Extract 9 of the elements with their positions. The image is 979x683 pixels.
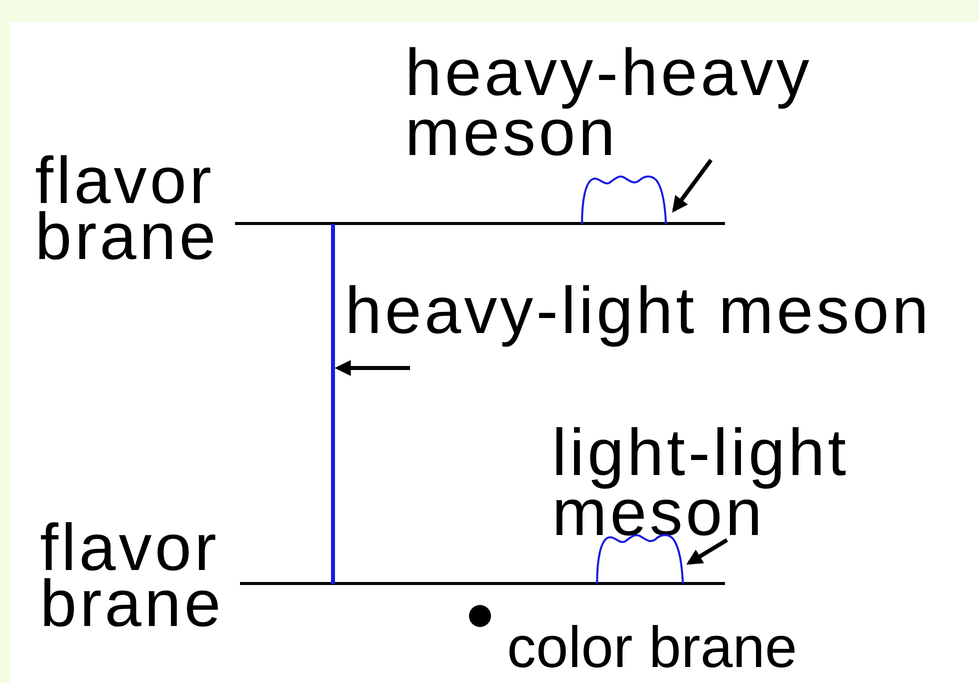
arrow [686, 538, 728, 565]
node-label: flavor brane [40, 510, 224, 640]
node-label: heavy-heavy meson [405, 35, 812, 169]
brane-label: color brane [507, 618, 798, 678]
node-label: light-light meson [552, 415, 850, 549]
arrow [672, 158, 713, 213]
node-label: flavor brane [35, 143, 219, 273]
arrow [334, 360, 410, 376]
node-label: heavy-light meson [345, 273, 932, 347]
